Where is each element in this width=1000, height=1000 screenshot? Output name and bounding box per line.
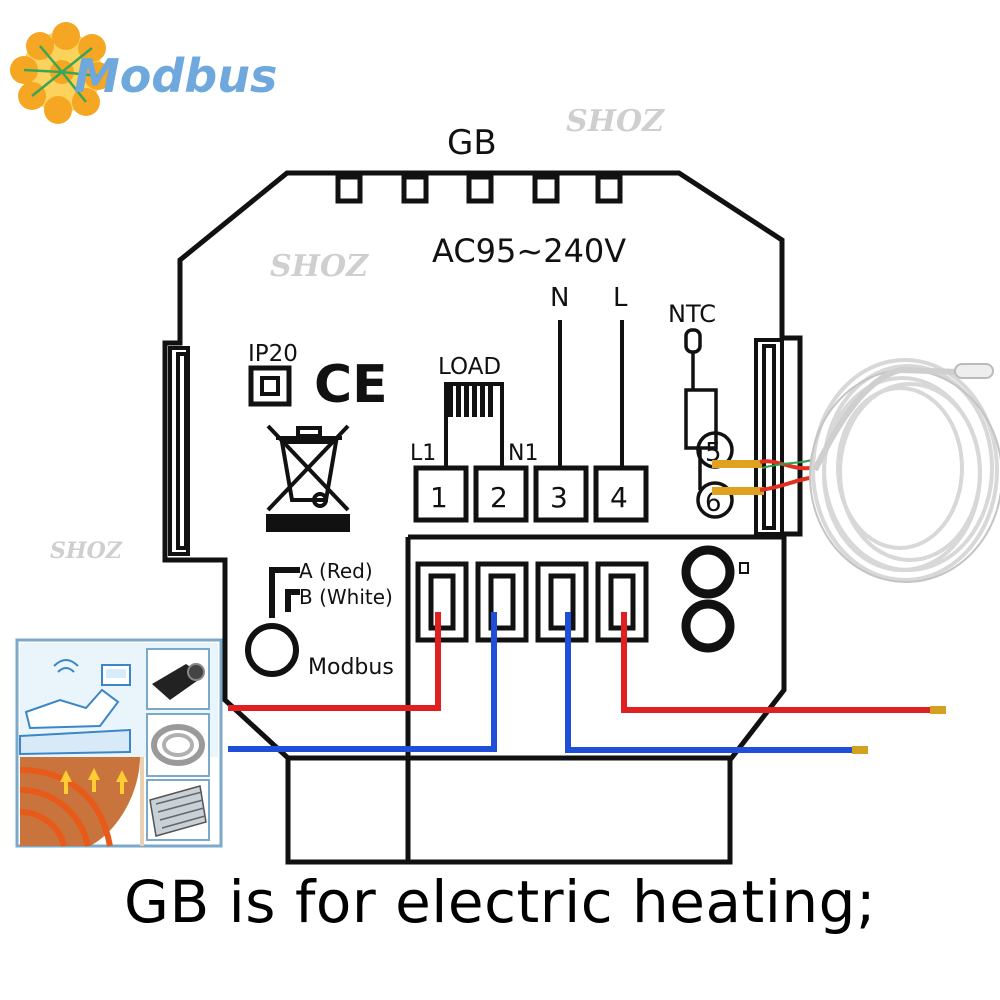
voltage-label: AC95~240V xyxy=(432,232,626,270)
ntc-label: NTC xyxy=(668,300,716,328)
wires xyxy=(228,612,932,753)
terminal-4 xyxy=(593,465,649,523)
modbus-label: Modbus xyxy=(308,655,394,680)
wire-red-load-l1 xyxy=(228,612,441,711)
logo-text: Modbus xyxy=(74,49,277,103)
n1-label: N1 xyxy=(508,441,538,466)
side-clip-left xyxy=(168,346,190,556)
terminal-1-number: 1 xyxy=(430,481,448,514)
person-on-sofa-icon xyxy=(24,688,120,730)
watermark: SHOZ xyxy=(50,538,123,564)
watermark: SHOZ xyxy=(270,249,369,284)
terminal-3 xyxy=(533,465,589,523)
terminal-3-number: 3 xyxy=(550,481,568,514)
sensor-wire-ends xyxy=(712,459,813,495)
load-label: LOAD xyxy=(438,354,501,380)
wire-tip xyxy=(930,706,946,714)
ce-mark: CE xyxy=(314,355,388,415)
terminal-2 xyxy=(473,465,529,523)
modbus-a-label: A (Red) xyxy=(299,559,373,583)
watermark: SHOZ xyxy=(566,104,665,139)
load-coil-icon xyxy=(448,385,493,417)
modbus-b-label: B (White) xyxy=(299,585,393,609)
l1-label: L1 xyxy=(410,441,436,466)
wire-blue-load-n1 xyxy=(228,612,497,752)
wire-blue-supply-n xyxy=(565,612,854,753)
heat-arrow-icon xyxy=(60,768,128,794)
modbus-logo: Modbus xyxy=(10,22,277,124)
model-label: GB xyxy=(447,123,497,163)
flower-icon xyxy=(10,22,112,124)
l-label: L xyxy=(613,283,628,313)
n-label: N xyxy=(550,283,569,313)
mounting-holes xyxy=(681,545,735,653)
terminal-block: 1 2 3 4 xyxy=(413,465,649,523)
weee-bin-icon xyxy=(266,424,350,532)
phone-remote-icon xyxy=(53,659,79,673)
ip-rating-label: IP20 xyxy=(248,341,298,367)
side-clip-right xyxy=(754,338,784,536)
terminal-1 xyxy=(413,465,469,523)
square-mark-icon xyxy=(248,365,292,407)
caption: GB is for electric heating; xyxy=(124,868,876,936)
wire-tip xyxy=(852,746,868,754)
heating-application-illustration xyxy=(15,638,223,848)
lower-terminal-block xyxy=(415,561,649,643)
terminal-2-number: 2 xyxy=(490,481,508,514)
top-tabs xyxy=(335,174,623,204)
ntc-terminal-6: 6 xyxy=(705,488,722,518)
sensor-cable-coil-icon xyxy=(809,358,1000,583)
terminal-4-number: 4 xyxy=(610,481,628,514)
modbus-connector xyxy=(245,567,300,677)
wire-red-supply-l xyxy=(621,612,932,713)
